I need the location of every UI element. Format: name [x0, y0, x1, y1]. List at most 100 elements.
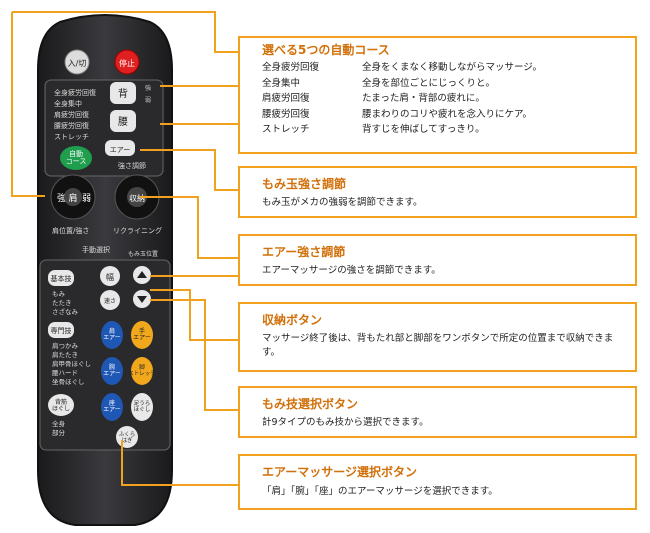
momi-down-button[interactable] — [133, 290, 151, 308]
momi-position-label: もみ玉位置 — [128, 250, 158, 258]
back-button[interactable]: 背 — [110, 82, 136, 104]
callout-air-strength: エアー強さ調節 エアーマッサージの強さを調節できます。 — [238, 234, 637, 286]
connector-tech — [150, 299, 262, 411]
expert-item: 肩たたき — [52, 350, 78, 359]
air-strength-label: 強さ調節 — [118, 161, 146, 170]
course-row: 肩疲労回復たまった肩・背部の疲れに。 — [262, 91, 632, 107]
course-name: ストレッチ — [262, 124, 310, 135]
special-tech-button[interactable]: 背筋ほぐし — [48, 394, 74, 416]
width-label: 幅 — [106, 272, 114, 282]
foot-stretch-label: 脚ストレッチ — [128, 363, 156, 377]
callout-air-select: エアーマッサージ選択ボタン 「肩」「腕」「座」のエアーマッサージを選択できます。 — [238, 454, 637, 510]
expert-item: 肩甲骨ほぐし — [52, 359, 91, 368]
shoulder-air-label: 肩エアー — [103, 327, 121, 342]
air-button[interactable]: エアー — [105, 140, 135, 156]
auto-course-label: 自動コース — [66, 149, 87, 166]
course-desc: 背すじを伸ばしてすっきり。 — [362, 124, 485, 135]
courses-title: 選べる5つの自動コース — [262, 43, 390, 57]
expert-tech-label: 専門技 — [51, 326, 72, 335]
course-desc: 腰まわりのコリや疲れを念入りにケア。 — [362, 108, 533, 120]
auto-course-button[interactable]: 自動コース — [60, 146, 92, 170]
power-button-label: 入/切 — [68, 59, 87, 68]
air-button-label: エアー — [110, 146, 131, 154]
momi-title: もみ玉強さ調節 — [262, 177, 347, 191]
callout-momi-strength: もみ玉強さ調節 もみ玉がメカの強弱を調節できます。 — [238, 166, 637, 218]
course-desc: 全身を部位ごとにじっくりと。 — [362, 77, 496, 89]
manual-label: 手動選択 — [82, 245, 110, 254]
basic-tech-button[interactable]: 基本技 — [48, 270, 74, 286]
shoulder-air-button[interactable]: 肩エアー — [101, 321, 123, 349]
expert-item: 肩つかみ — [52, 341, 79, 350]
tech-desc: 計9タイプのもみ技から選択できます。 — [262, 417, 429, 428]
tech-title: もみ技選択ボタン — [262, 397, 359, 411]
arm-air-button[interactable]: 腕エアー — [101, 357, 123, 385]
callout-tech-select: もみ技選択ボタン 計9タイプのもみ技から選択できます。 — [238, 386, 637, 438]
shoulder-dpad[interactable]: 強 肩 弱 — [50, 174, 96, 220]
momi-up-button[interactable] — [133, 266, 151, 284]
course-row: 全身集中全身を部位ごとにじっくりと。 — [262, 76, 632, 92]
basic-tech-label: 基本技 — [51, 274, 72, 283]
connector-courses-left — [12, 11, 262, 53]
sole-button[interactable]: 足うらほぐし — [131, 393, 153, 421]
special-item: 部分 — [52, 428, 66, 437]
air-desc: エアーマッサージの強さを調節できます。 — [262, 265, 441, 276]
arrow-down-icon — [137, 296, 147, 303]
reclining-label: リクライニング — [113, 226, 162, 235]
sole-label: 足うらほぐし — [134, 400, 151, 413]
expert-tech-button[interactable]: 専門技 — [48, 322, 74, 338]
store-title: 収納ボタン — [262, 313, 323, 327]
course-name: 肩疲労回復 — [262, 93, 310, 104]
special-tech-label: 背筋ほぐし — [52, 398, 70, 413]
special-item: 全身 — [52, 419, 66, 428]
airsel-title: エアーマッサージ選択ボタン — [262, 465, 418, 479]
hand-air-label: 手エアー — [133, 327, 151, 342]
connector-momi-strength — [140, 196, 262, 259]
connector-air-select — [121, 440, 262, 486]
foot-stretch-button[interactable]: 脚ストレッチ — [128, 357, 156, 385]
store-button-label: 収納 — [129, 193, 145, 203]
shoulder-label: 肩位置/強さ — [52, 226, 89, 235]
hand-air-button[interactable]: 手エアー — [131, 321, 153, 349]
shoulder-button-label: 肩 — [68, 192, 77, 204]
calf-label: ふくらはぎ — [119, 431, 136, 444]
power-button[interactable]: 入/切 — [64, 49, 90, 75]
basic-item: さざなみ — [52, 307, 79, 316]
store-desc: マッサージ終了後は、背もたれ部と脚部をワンボタンで所定の位置まで収納できます。 — [262, 333, 614, 358]
course-desc: 全身をくまなく移動しながらマッサージ。 — [362, 62, 543, 73]
expert-item: 腰ハード — [52, 369, 78, 377]
stop-button[interactable]: 停止 — [114, 49, 140, 75]
arrow-up-icon — [137, 271, 147, 278]
course-item: ストレッチ — [54, 133, 89, 141]
waist-button-label: 腰 — [118, 116, 128, 128]
stop-button-label: 停止 — [119, 58, 135, 68]
reclining-dpad[interactable]: 収納 — [114, 174, 160, 220]
airsel-desc: 「肩」「腕」「座」のエアーマッサージを選択できます。 — [262, 486, 498, 497]
remote-illustration: 入/切 停止 全身疲労回復 全身集中 肩疲労回復 腰疲労回復 ストレッチ 自動コ… — [37, 14, 173, 526]
course-item: 全身疲労回復 — [54, 88, 96, 97]
expert-item: 坐骨ほぐし — [52, 377, 85, 386]
speed-label: 速さ — [104, 298, 116, 305]
back-button-label: 背 — [118, 87, 128, 100]
connector-store2 — [150, 289, 262, 341]
width-button[interactable]: 幅 — [100, 266, 120, 286]
seat-air-label: 座エアー — [103, 399, 121, 414]
speed-button[interactable]: 速さ — [100, 290, 120, 310]
strong-button-label: 強 — [57, 192, 66, 204]
weak-button-label: 弱 — [82, 193, 91, 204]
air-title: エアー強さ調節 — [262, 245, 346, 259]
seat-air-button[interactable]: 座エアー — [101, 393, 123, 421]
course-row: ストレッチ 背すじを伸ばしてすっきり。 — [262, 122, 632, 138]
course-row: 腰疲労回復腰まわりのコリや疲れを念入りにケア。 — [262, 107, 632, 123]
course-item: 全身集中 — [54, 99, 82, 108]
course-item: 腰疲労回復 — [54, 121, 89, 130]
arm-air-label: 腕エアー — [103, 363, 121, 378]
course-name: 全身疲労回復 — [262, 62, 320, 73]
course-item: 肩疲労回復 — [54, 110, 89, 119]
intensity-mark: 弱 — [145, 97, 151, 104]
remote-control: 入/切 停止 全身疲労回復 全身集中 肩疲労回復 腰疲労回復 ストレッチ 自動コ… — [0, 0, 240, 529]
callout-courses: 選べる5つの自動コース — [238, 36, 637, 154]
course-row: 全身疲労回復 全身をくまなく移動しながらマッサージ。 — [262, 60, 632, 76]
basic-item: もみ — [52, 290, 66, 298]
waist-button[interactable]: 腰 — [110, 110, 136, 132]
course-list: 全身疲労回復 全身をくまなく移動しながらマッサージ。 全身集中全身を部位ごとにじっ… — [262, 60, 632, 138]
